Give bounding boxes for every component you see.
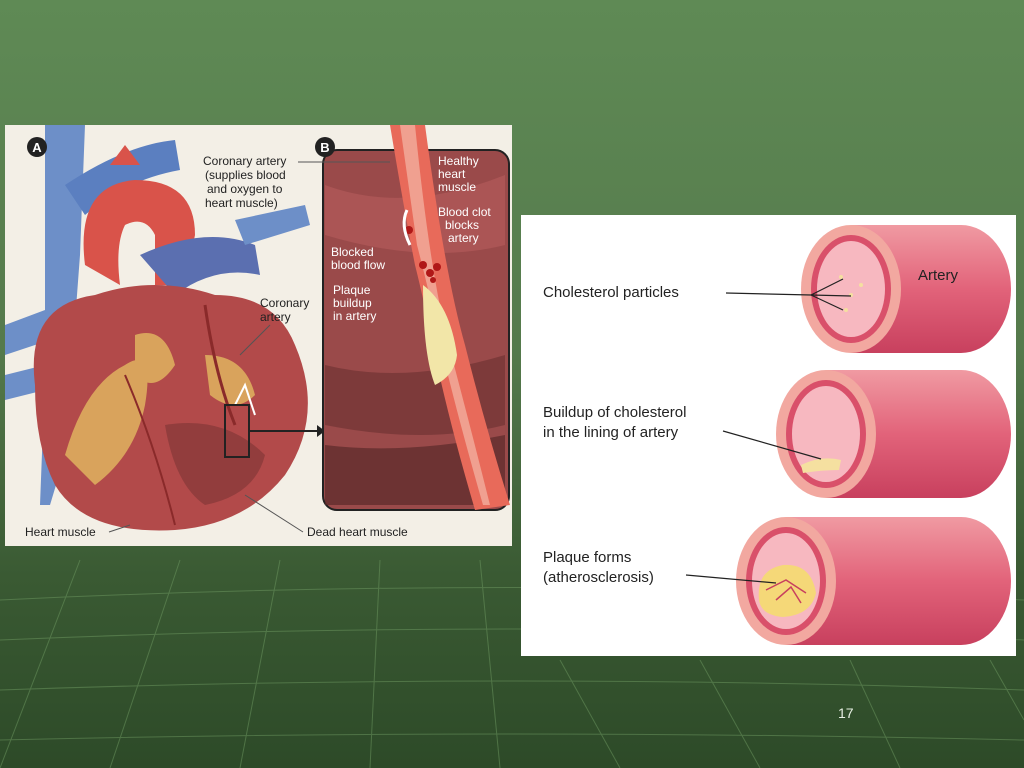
panel-a-badge bbox=[27, 137, 47, 157]
heart-attack-diagram: A B Coronary artery (supplies blood and … bbox=[5, 125, 512, 546]
label-healthy-muscle: Healthy heart muscle bbox=[438, 154, 482, 194]
panel-b-badge bbox=[315, 137, 335, 157]
svg-text:A: A bbox=[32, 140, 42, 155]
page-number: 17 bbox=[838, 705, 854, 721]
label-plaque-forms: Plaque forms (atherosclerosis) bbox=[543, 549, 654, 586]
artery-buildup bbox=[776, 370, 1011, 498]
heart-illustration: A B Coronary artery (supplies blood and … bbox=[5, 125, 510, 539]
label-coronary-mid: Coronary artery bbox=[260, 296, 313, 324]
artery-plaque-diagram: Artery Cholesterol particles Buildup of … bbox=[521, 215, 1016, 656]
artery-illustration: Artery Cholesterol particles Buildup of … bbox=[543, 225, 1011, 645]
label-dead-muscle: Dead heart muscle bbox=[307, 525, 408, 539]
zoomed-artery-drawing bbox=[322, 125, 510, 511]
label-artery: Artery bbox=[918, 267, 959, 284]
label-coronary-top: Coronary artery (supplies blood and oxyg… bbox=[203, 154, 290, 210]
artery-plaque bbox=[736, 517, 1011, 645]
label-blood-clot: Blood clot blocks artery bbox=[438, 205, 494, 245]
label-blocked-flow: Blocked blood flow bbox=[331, 245, 385, 272]
label-plaque-buildup: Plaque buildup in artery bbox=[333, 283, 376, 323]
label-heart-muscle: Heart muscle bbox=[25, 525, 96, 539]
label-buildup: Buildup of cholesterol in the lining of … bbox=[543, 404, 691, 441]
heart-drawing bbox=[5, 125, 325, 531]
label-cholesterol-particles: Cholesterol particles bbox=[543, 284, 679, 301]
artery-healthy bbox=[801, 225, 1011, 353]
svg-text:B: B bbox=[320, 140, 329, 155]
